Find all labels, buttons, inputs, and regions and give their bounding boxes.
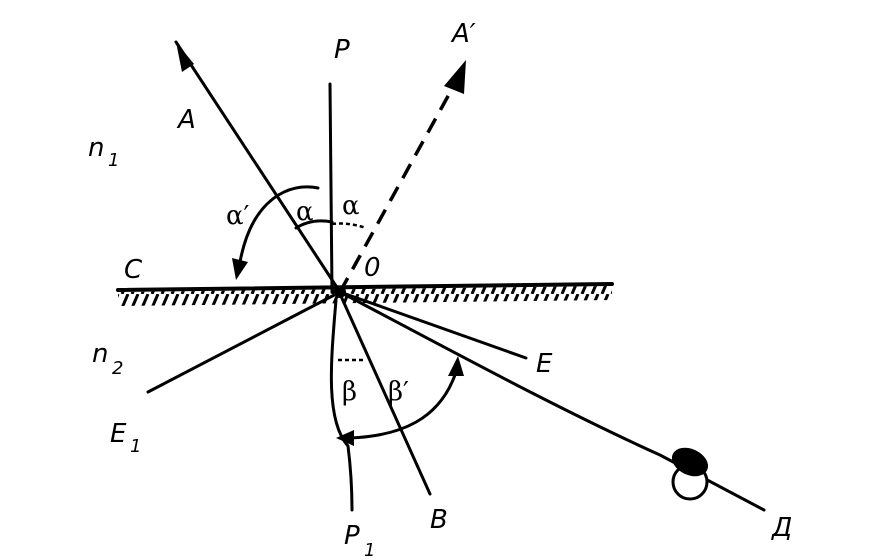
line-e1-e [148,360,530,392]
point-o [334,286,346,298]
arc-alpha-reflected [331,222,367,230]
normal-upper-line [328,82,334,294]
line-e1-segment [146,290,342,394]
arc-alpha-prime [238,185,320,264]
interface-hatching [118,286,612,306]
arc-beta-prime [348,370,458,440]
label-n1-base: n [88,133,104,163]
label-d: Д [771,513,792,543]
label-e1-sub: 1 [130,436,141,457]
observer-eye-icon [671,447,709,501]
arc-alpha-incident [294,219,334,230]
reflected-ray [338,77,460,293]
line-e-segment [338,290,528,360]
label-p1: P 1 [344,521,375,560]
label-alpha-prime: α′ [226,201,250,231]
label-p1-sub: 1 [364,540,375,560]
arc-alpha-prime-arrowhead [232,258,248,280]
label-a-prime: A′ [450,19,476,49]
arc-beta-prime-arrowhead [448,356,464,376]
label-c: C [124,255,143,285]
label-e: E [536,349,553,379]
reflected-ray-arrowhead [444,60,466,94]
label-n2: n 2 [92,339,123,379]
label-n2-base: n [92,339,108,369]
ray-to-observer [338,290,766,512]
label-alpha-left: α [296,197,314,227]
label-n1-sub: 1 [108,150,119,171]
label-p1-base: P [344,521,360,551]
label-o: 0 [364,253,381,283]
refracted-ray [338,292,432,496]
arc-beta-prime-arrowhead-left [336,430,354,446]
incident-ray-arrowhead [176,42,194,72]
label-b: B [430,505,448,535]
label-p: P [334,35,350,65]
label-n1: n 1 [88,133,119,171]
incident-ray [174,40,342,294]
label-beta-prime: β′ [388,377,409,407]
label-e1: E 1 [110,419,141,457]
interface-line [116,282,614,292]
label-beta: β [342,377,357,407]
label-a: A [176,105,196,135]
label-e1-base: E [110,419,127,449]
interface-surface [116,282,614,306]
label-n2-sub: 2 [112,358,123,379]
label-alpha-right: α [342,191,360,221]
